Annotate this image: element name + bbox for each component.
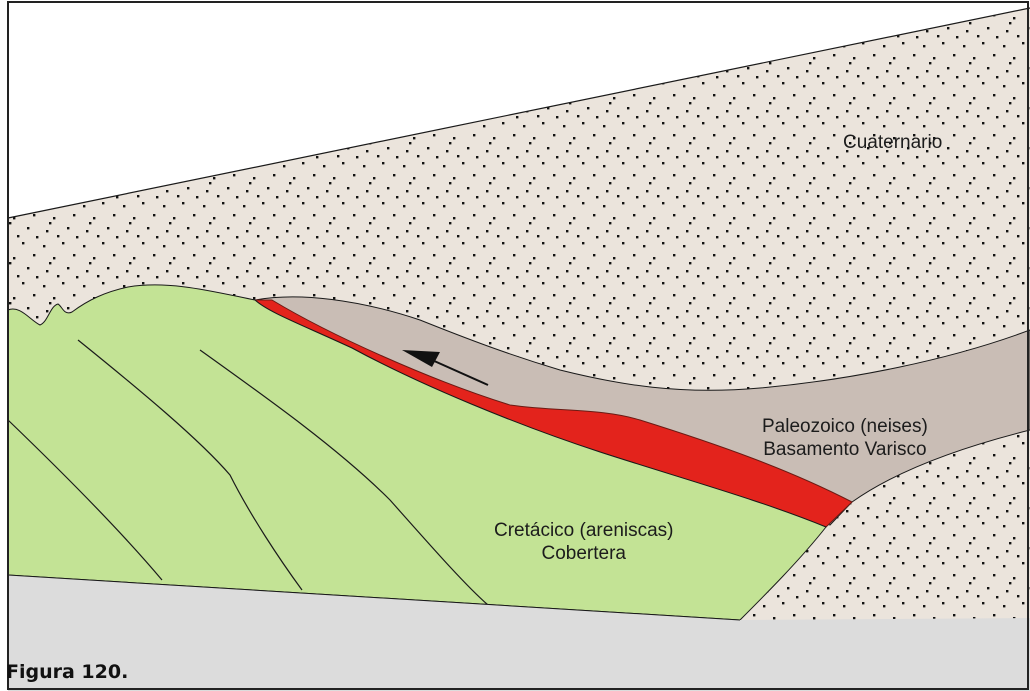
paleozoico-label: Paleozoico (neises) Basamento Varisco xyxy=(762,415,928,461)
cuaternario-label: Cuaternario xyxy=(843,131,942,154)
figure-caption: Figura 120. xyxy=(6,661,128,683)
cretacico-label: Cretácico (areniscas) Cobertera xyxy=(494,519,674,565)
